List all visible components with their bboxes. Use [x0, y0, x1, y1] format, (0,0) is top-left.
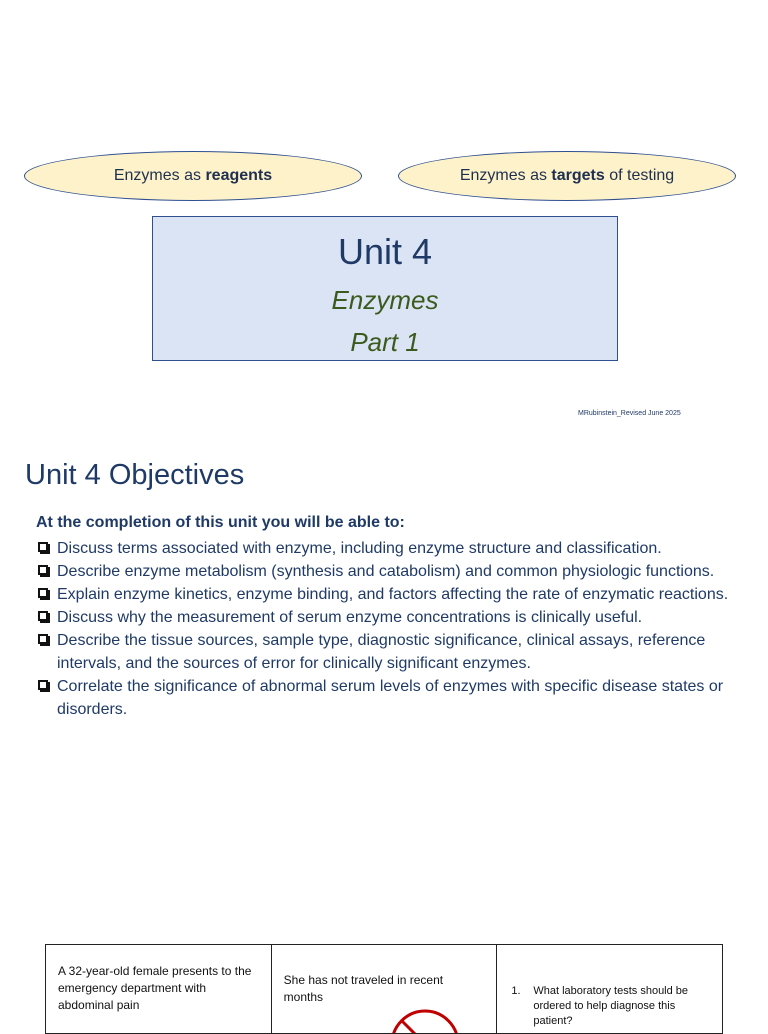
objective-text: Discuss why the measurement of serum enz…: [57, 609, 643, 626]
objective-item: Describe enzyme metabolism (synthesis an…: [36, 560, 736, 583]
objectives-intro: At the completion of this unit you will …: [36, 514, 405, 531]
checkbox-icon: [38, 542, 48, 552]
oval-suffix: of testing: [609, 167, 675, 184]
revision-credit: MRubinstein_Revised June 2025: [578, 410, 681, 417]
objective-item: Correlate the significance of abnormal s…: [36, 675, 736, 721]
question-number: 1.: [511, 985, 521, 997]
case-presentation-text: A 32-year-old female presents to the eme…: [58, 964, 252, 1012]
checkbox-icon: [38, 680, 48, 690]
objective-item: Discuss terms associated with enzyme, in…: [36, 537, 736, 560]
objectives-list: Discuss terms associated with enzyme, in…: [36, 537, 736, 721]
objective-text: Describe enzyme metabolism (synthesis an…: [57, 563, 715, 580]
unit-title-box: Unit 4 Enzymes Part 1: [152, 216, 618, 361]
objective-item: Explain enzyme kinetics, enzyme binding,…: [36, 583, 736, 606]
case-study-table: A 32-year-old female presents to the eme…: [45, 944, 723, 1034]
case-travel-text: She has not traveled in recent months: [283, 973, 444, 1004]
objective-text: Correlate the significance of abnormal s…: [57, 678, 724, 718]
case-cell-presentation: A 32-year-old female presents to the eme…: [46, 945, 272, 1033]
objectives-heading: Unit 4 Objectives: [25, 459, 245, 491]
oval-prefix: Enzymes as: [113, 167, 201, 184]
objective-item: Discuss why the measurement of serum enz…: [36, 606, 736, 629]
objective-text: Discuss terms associated with enzyme, in…: [57, 540, 662, 557]
unit-subtitle-enzymes: Enzymes: [331, 285, 439, 315]
unit-subtitle-part: Part 1: [350, 327, 420, 357]
objective-text: Describe the tissue sources, sample type…: [57, 632, 706, 672]
unit-title: Unit 4: [337, 231, 433, 272]
checkbox-icon: [38, 565, 48, 575]
checkbox-icon: [38, 588, 48, 598]
enzymes-as-reagents-oval: Enzymes as reagents: [24, 151, 362, 201]
checkbox-icon: [38, 611, 48, 621]
case-cell-travel: She has not traveled in recent months: [272, 945, 498, 1033]
checkbox-icon: [38, 634, 48, 644]
no-symbol-icon: [391, 1009, 458, 1033]
oval-emphasis: reagents: [205, 167, 273, 184]
objective-text: Explain enzyme kinetics, enzyme binding,…: [57, 586, 729, 603]
oval-prefix: Enzymes as: [459, 167, 547, 184]
objective-item: Describe the tissue sources, sample type…: [36, 629, 736, 675]
enzymes-as-targets-oval: Enzymes as targets of testing: [398, 151, 736, 201]
oval-emphasis: targets: [551, 167, 605, 184]
case-cell-question: 1. What laboratory tests should be order…: [497, 945, 722, 1033]
question-text: What laboratory tests should be ordered …: [533, 985, 689, 1027]
